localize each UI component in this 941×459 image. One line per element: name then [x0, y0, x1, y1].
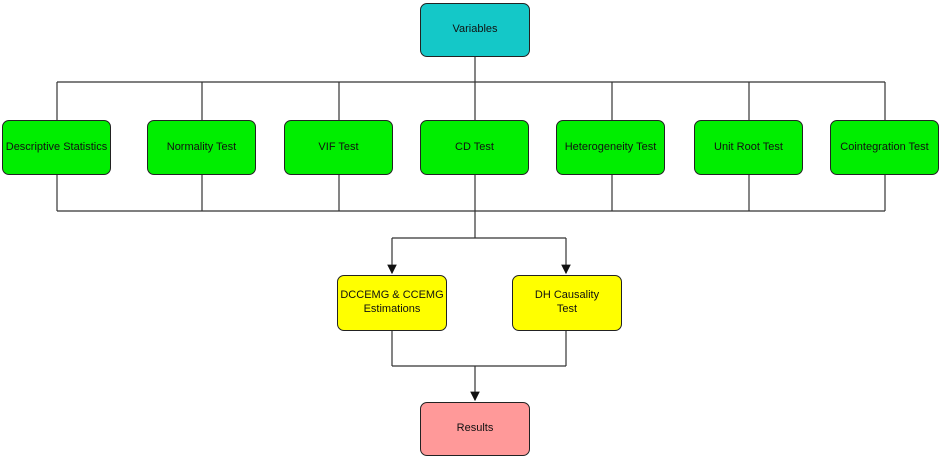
normality-test-node: Normality Test: [147, 120, 256, 175]
dccemg-ccemg-estimations-node: DCCEMG & CCEMG Estimations: [337, 275, 447, 331]
unit-root-test-node: Unit Root Test: [694, 120, 803, 175]
cd-test-node: CD Test: [420, 120, 529, 175]
heterogeneity-test-node: Heterogeneity Test: [556, 120, 665, 175]
dh-causality-test-node: DH Causality Test: [512, 275, 622, 331]
cointegration-test-node: Cointegration Test: [830, 120, 939, 175]
variables-node: Variables: [420, 3, 530, 57]
descriptive-statistics-node: Descriptive Statistics: [2, 120, 111, 175]
vif-test-node: VIF Test: [284, 120, 393, 175]
results-node: Results: [420, 402, 530, 456]
